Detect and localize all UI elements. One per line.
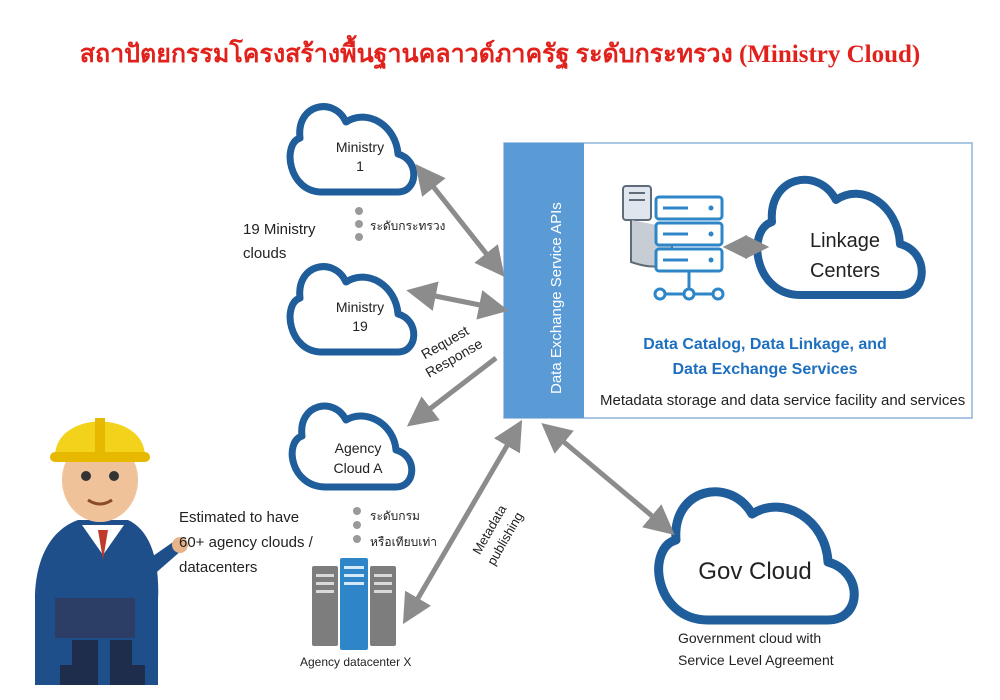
metadata-storage-label: Metadata storage and data service facili… [600,392,966,409]
ministry-level-label: ระดับกระทรวง [370,219,446,233]
cloud-ministry-19 [286,263,418,356]
datacenter-label: Agency datacenter X [300,655,412,669]
arrow-ministry1-api [415,164,505,277]
dots-agency [353,507,361,543]
api-bar [504,143,584,418]
datacenter-servers-icon [312,558,396,650]
dots-ministry [355,207,363,241]
ministry-1-label: Ministry 1 [335,139,385,174]
cloud-ministry-1 [286,103,418,196]
dept-level-label: ระดับกรม หรือเทียบเท่า [370,509,437,549]
arrow-api-govcloud [541,422,675,536]
cloud-gov [654,487,859,625]
arrow-api-agency [406,356,498,427]
linkage-centers-label: Linkage Centers [809,230,881,282]
api-bar-label: Data Exchange Service APIs [548,202,565,394]
ministry-19-label: Ministry 19 [335,299,385,334]
page-title: สถาปัตยกรรมโครงสร้างพื้นฐานคลาวด์ภาครัฐ … [79,41,921,68]
arrow-datacenter-api [402,419,523,625]
gov-cloud-label: Gov Cloud [698,558,812,585]
gov-cloud-description: Government cloud with Service Level Agre… [678,630,834,668]
arrow-ministry19-api [406,281,509,320]
agency-cloud-a-label: Agency Cloud A [333,440,383,476]
server-database-icon [622,185,725,301]
ministry-count-label: 19 Ministry clouds [243,221,316,262]
worker-figure-icon [35,418,188,685]
agency-estimate-label: Estimated to have 60+ agency clouds / da… [179,509,313,576]
catalog-services-label: Data Catalog, Data Linkage, and Data Exc… [643,336,887,378]
